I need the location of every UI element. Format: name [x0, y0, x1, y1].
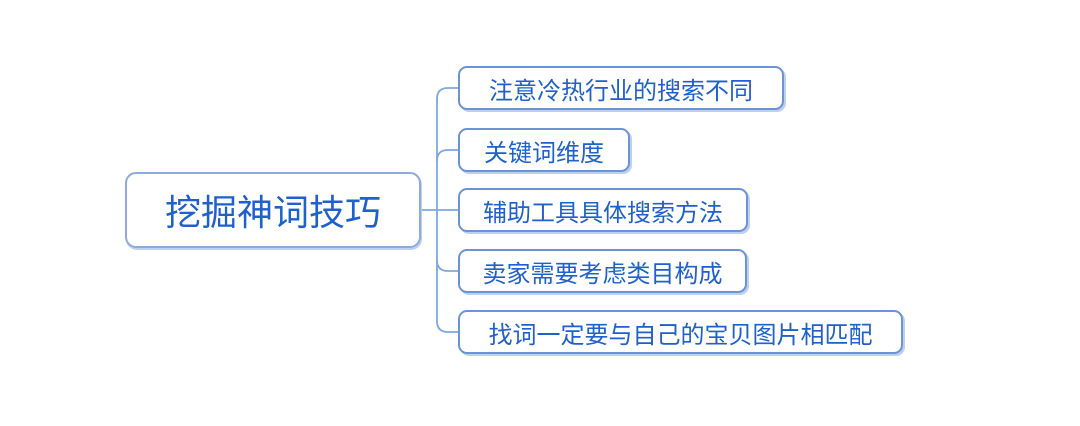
spine-with-top-bottom-branches: [436, 87, 458, 333]
child-topic-label: 卖家需要考虑类目构成: [482, 261, 723, 288]
child-topic-label: 找词一定要与自己的宝贝图片相匹配: [488, 322, 873, 349]
child-topic-label: 关键词维度: [484, 140, 604, 167]
root-topic-label: 挖掘神词技巧: [164, 193, 381, 233]
child-topic-label: 辅助工具具体搜索方法: [483, 200, 723, 227]
child-topic-5[interactable]: 找词一定要与自己的宝贝图片相匹配: [458, 310, 903, 354]
child-topic-3[interactable]: 辅助工具具体搜索方法: [458, 188, 748, 232]
child-topic-1[interactable]: 注意冷热行业的搜索不同: [458, 66, 784, 110]
child-topic-2[interactable]: 关键词维度: [458, 128, 630, 172]
root-topic[interactable]: 挖掘神词技巧: [125, 172, 421, 248]
branch-child-2: [436, 149, 458, 162]
child-topic-label: 注意冷热行业的搜索不同: [489, 78, 753, 105]
branch-child-4: [436, 259, 458, 272]
child-topic-4[interactable]: 卖家需要考虑类目构成: [458, 249, 747, 293]
